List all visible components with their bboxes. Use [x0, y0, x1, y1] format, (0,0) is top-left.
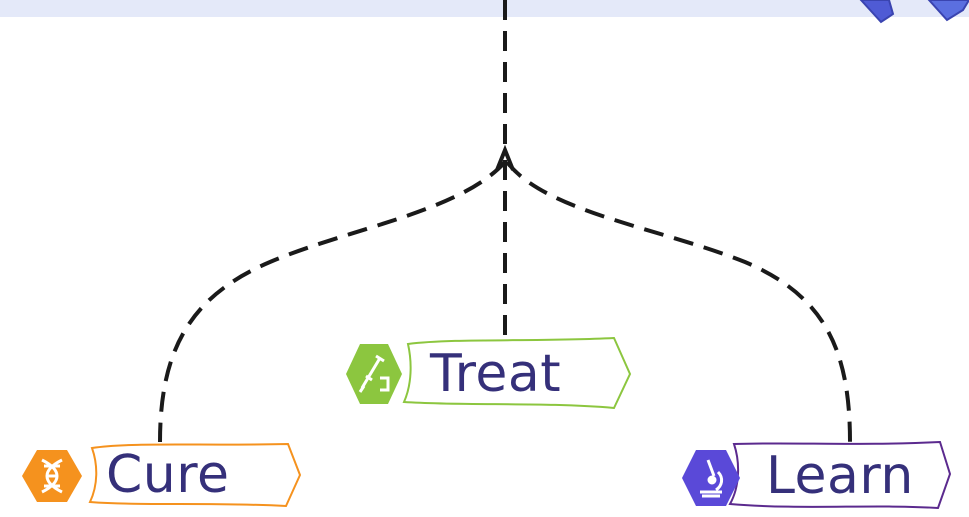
connector-to-cure [158, 160, 507, 443]
cure-badge [22, 446, 82, 506]
corner-logo-fragment [859, 0, 969, 24]
cure-label: Cure [106, 445, 230, 505]
learn-badge [682, 448, 740, 508]
connector-to-learn [505, 160, 852, 443]
cure-label-frame [88, 442, 302, 508]
cure-node: Cure [22, 440, 304, 510]
treat-badge [346, 342, 402, 406]
top-band [0, 0, 969, 17]
dna-icon [41, 458, 63, 494]
junction-arrowhead [495, 144, 515, 171]
learn-label-frame [728, 440, 952, 510]
treat-label: Treat [430, 344, 562, 404]
treat-node: Treat [346, 336, 632, 410]
learn-label: Learn [766, 446, 914, 506]
learn-node: Learn [682, 440, 952, 512]
microscope-icon [700, 459, 724, 498]
syringe-icon [358, 354, 390, 393]
treat-label-frame [402, 336, 632, 410]
